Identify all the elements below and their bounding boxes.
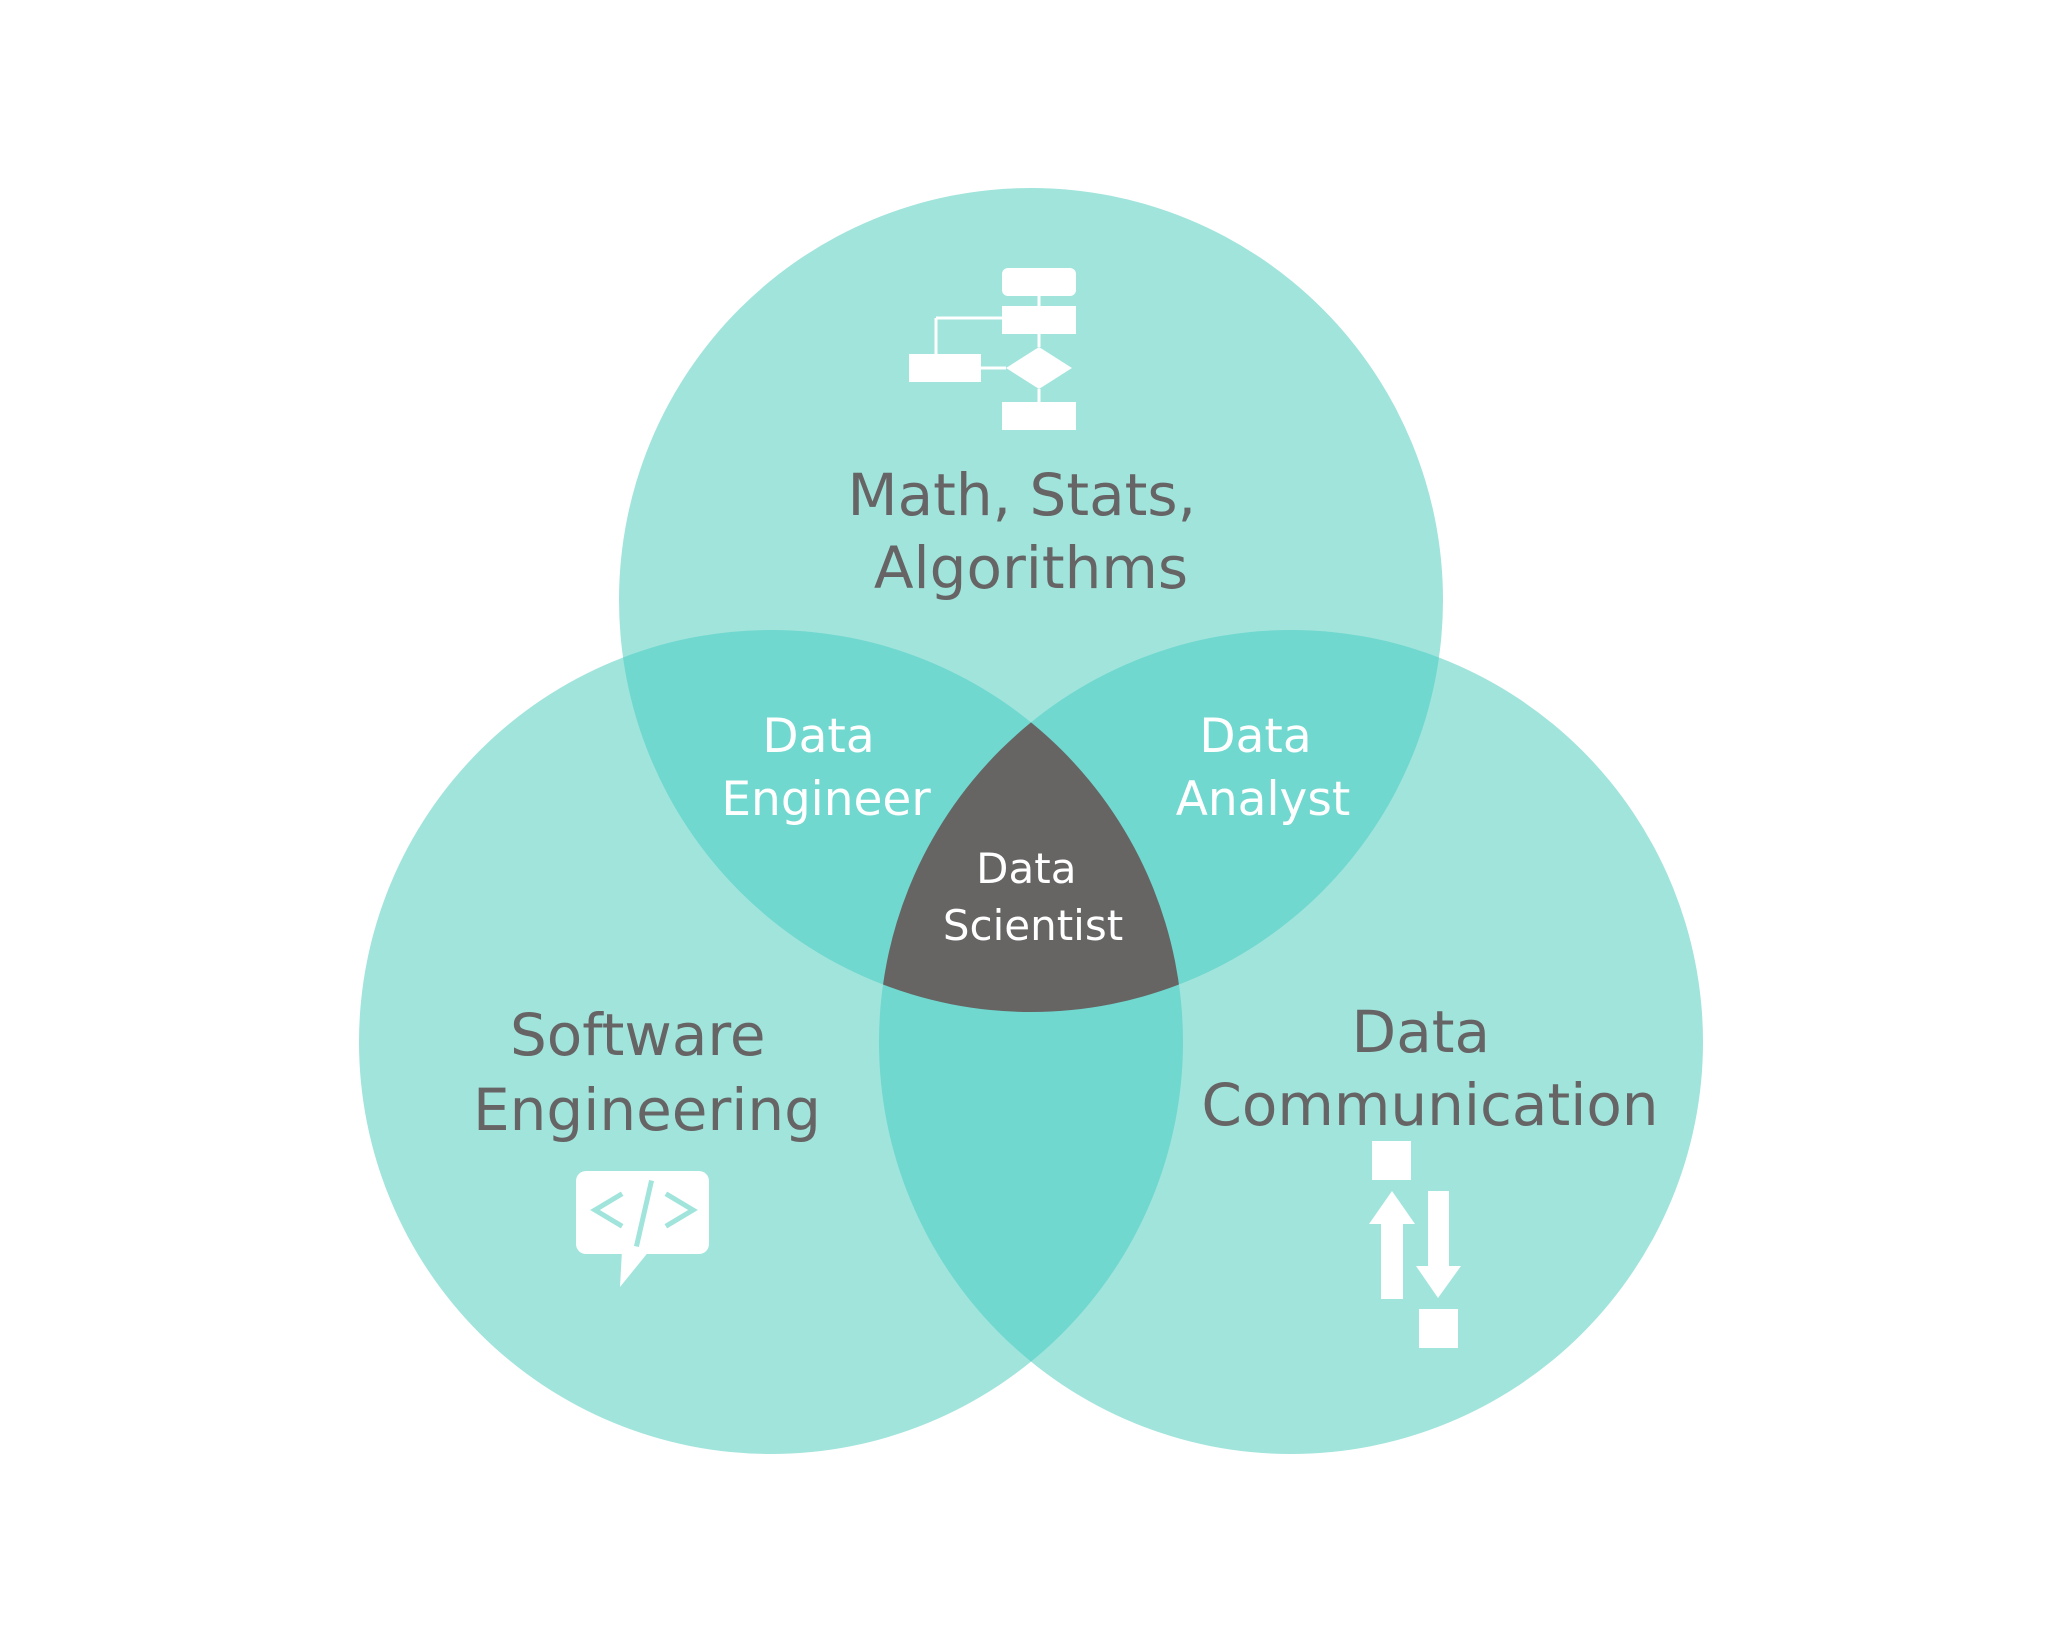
overlap-label-data-engineer-line-1: Data: [762, 709, 874, 764]
up-arrow: [1369, 1191, 1415, 1299]
core-label-data-scientist-line-1: Data: [976, 844, 1076, 893]
set-label-communication: Data Communication: [1201, 998, 1658, 1139]
exchange-target-square: [1419, 1309, 1458, 1348]
set-label-communication-line-2: Communication: [1201, 1071, 1658, 1139]
set-label-math: Math, Stats, Algorithms: [848, 461, 1215, 602]
overlap-label-data-analyst-line-1: Data: [1199, 709, 1311, 764]
core-data-scientist: [879, 630, 1183, 1012]
flowchart-icon: [909, 268, 1076, 430]
code-speech-bubble-icon: [576, 1171, 709, 1287]
set-label-math-line-2: Algorithms: [874, 534, 1188, 602]
set-label-software-line-1: Software: [510, 1001, 766, 1069]
overlap-label-data-engineer: Data Engineer: [721, 709, 931, 827]
overlap-label-data-analyst-line-2: Analyst: [1176, 772, 1351, 827]
set-label-math-line-1: Math, Stats,: [848, 461, 1196, 529]
exchange-arrows-icon: [1369, 1141, 1461, 1348]
core-label-data-scientist: Data Scientist: [943, 844, 1123, 950]
down-arrow: [1416, 1191, 1461, 1298]
set-label-software: Software Engineering: [473, 1001, 821, 1144]
overlap-label-data-engineer-line-2: Engineer: [721, 772, 931, 827]
exchange-source-square: [1372, 1141, 1411, 1180]
core-label-data-scientist-line-2: Scientist: [943, 901, 1123, 950]
set-label-communication-line-1: Data: [1352, 998, 1491, 1066]
set-label-software-line-2: Engineering: [473, 1076, 821, 1144]
overlap-label-data-analyst: Data Analyst: [1176, 709, 1351, 827]
